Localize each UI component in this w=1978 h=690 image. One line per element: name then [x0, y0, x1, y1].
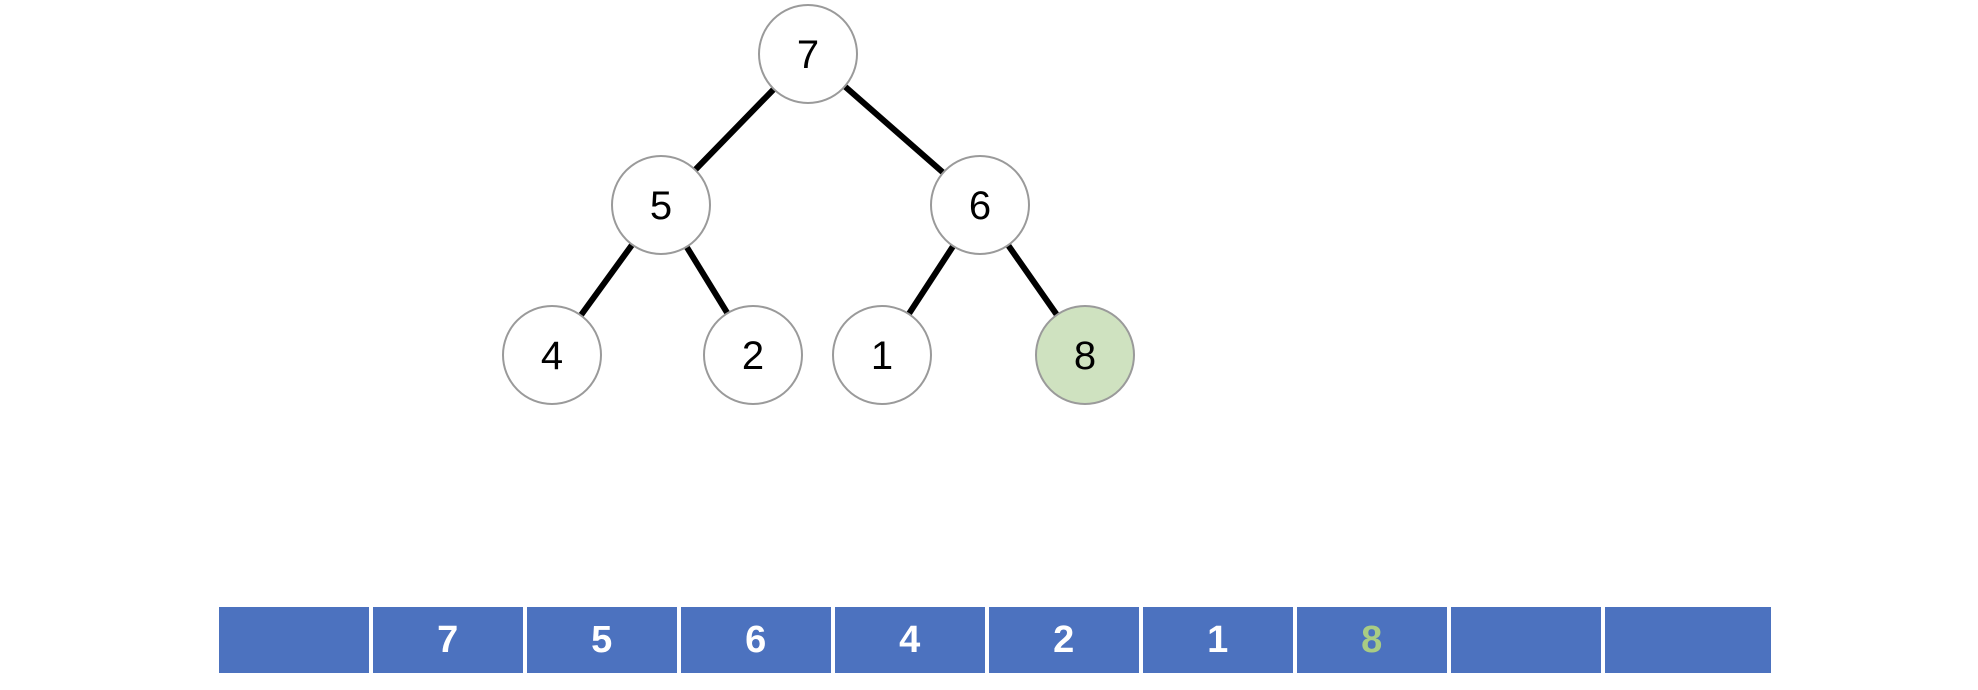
array-cell[interactable] — [1605, 607, 1771, 673]
tree-node-label: 1 — [871, 334, 893, 378]
array-cell[interactable] — [219, 607, 369, 673]
array-cell-value: 1 — [1207, 619, 1229, 661]
array-diagram: 7 5 6 4 2 1 8 — [219, 607, 1771, 673]
array-cell[interactable]: 2 — [989, 607, 1139, 673]
tree-node[interactable]: 5 — [611, 155, 711, 255]
tree-edge — [578, 242, 635, 318]
tree-node[interactable]: 4 — [502, 305, 602, 405]
array-cell-value: 2 — [1053, 619, 1075, 661]
tree-edge-layer — [578, 84, 1060, 318]
tree-edge — [693, 87, 776, 172]
array-strip: 7 5 6 4 2 1 8 — [219, 607, 1771, 673]
tree-node-label: 5 — [650, 184, 672, 228]
array-cell[interactable] — [1451, 607, 1601, 673]
tree-edge — [684, 245, 730, 315]
array-cell-value: 5 — [591, 619, 613, 661]
tree-node-label: 8 — [1074, 334, 1096, 378]
tree-edge — [906, 244, 956, 316]
tree-node-circle[interactable] — [703, 305, 803, 405]
tree-node[interactable]: 6 — [930, 155, 1030, 255]
tree-node-circle[interactable] — [611, 155, 711, 255]
tree-edge — [842, 84, 946, 175]
array-cell-value: 4 — [899, 619, 921, 661]
array-cell-value: 6 — [745, 619, 767, 661]
array-cell[interactable]: 4 — [835, 607, 985, 673]
tree-node[interactable]: 2 — [703, 305, 803, 405]
tree-node-label: 2 — [742, 334, 764, 378]
tree-node-layer: 7 5 6 4 2 1 8 — [502, 4, 1135, 405]
array-cell[interactable]: 1 — [1143, 607, 1293, 673]
tree-node-circle-highlighted[interactable] — [1035, 305, 1135, 405]
tree-node[interactable]: 1 — [832, 305, 932, 405]
tree-node-label: 6 — [969, 184, 991, 228]
array-cell-highlighted[interactable]: 8 — [1297, 607, 1447, 673]
tree-node-label: 4 — [541, 334, 563, 378]
tree-diagram: 7 5 6 4 2 1 8 — [502, 4, 1135, 405]
array-cell[interactable]: 5 — [527, 607, 677, 673]
tree-node-circle[interactable] — [502, 305, 602, 405]
tree-node-circle[interactable] — [758, 4, 858, 104]
tree-node-label: 7 — [797, 33, 819, 77]
array-cell-value: 7 — [437, 619, 459, 661]
tree-node[interactable]: 7 — [758, 4, 858, 104]
tree-edge — [1005, 243, 1060, 317]
array-cell[interactable]: 7 — [373, 607, 523, 673]
tree-node-circle[interactable] — [832, 305, 932, 405]
array-cell[interactable]: 6 — [681, 607, 831, 673]
tree-canvas: 7 5 6 4 2 1 8 — [502, 4, 1135, 405]
array-cell-value: 8 — [1361, 619, 1383, 661]
tree-node-circle[interactable] — [930, 155, 1030, 255]
tree-node[interactable]: 8 — [1035, 305, 1135, 405]
